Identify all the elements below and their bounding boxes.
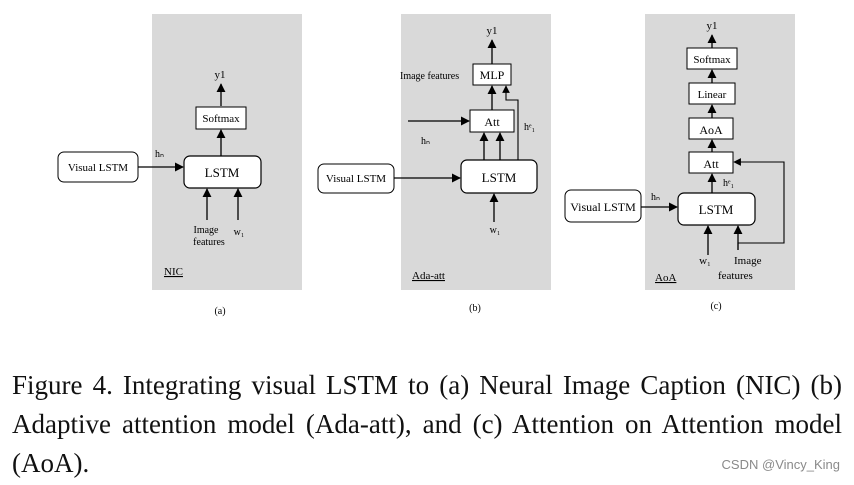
aoa-att-label: Att <box>703 157 719 171</box>
panel-nic-background <box>152 14 302 290</box>
aoa-visual-lstm-box <box>564 189 642 223</box>
aoa-sublabel: (c) <box>710 301 721 312</box>
ada-mlp-label: MLP <box>480 68 505 82</box>
ada-panel-name: Ada-att <box>412 270 445 282</box>
ada-he1-label: hᵉ₁ <box>524 122 535 133</box>
aoa-features-label: features <box>718 270 753 282</box>
nic-lstm-box <box>183 155 262 189</box>
nic-softmax-label: Softmax <box>202 113 240 125</box>
panel-ada-att: y1 MLP Image features Att hₙ hᵉ₁ LSTM Vi… <box>317 14 551 314</box>
nic-panel-name: NIC <box>164 266 183 278</box>
nic-y1-label: y1 <box>215 69 226 81</box>
nic-hn-label: hₙ <box>155 149 164 160</box>
nic-visual-lstm-label: Visual LSTM <box>68 162 128 174</box>
ada-lstm-box <box>460 159 538 194</box>
watermark: CSDN @Vincy_King <box>721 457 840 472</box>
aoa-linear-box <box>688 82 736 105</box>
aoa-w1-label: w₁ <box>699 255 711 267</box>
ada-sublabel: (b) <box>469 303 481 314</box>
aoa-att-box <box>688 151 734 174</box>
nic-features-label: features <box>193 237 225 248</box>
aoa-lstm-label: LSTM <box>699 202 734 217</box>
ada-image-features-label: Image features <box>400 71 459 82</box>
ada-att-box <box>469 109 515 133</box>
nic-lstm-label: LSTM <box>205 165 240 180</box>
aoa-hn-label: hₙ <box>651 192 660 203</box>
ada-y1-label: y1 <box>487 25 498 37</box>
aoa-lstm-box <box>677 192 756 226</box>
aoa-he1-label: hᵉ₁ <box>723 178 734 189</box>
ada-w1-label: w₁ <box>490 225 501 236</box>
figure-caption: Figure 4. Integrating visual LSTM to (a)… <box>12 370 842 478</box>
nic-w1-label: w₁ <box>234 227 245 238</box>
aoa-y1-label: y1 <box>707 20 718 32</box>
ada-visual-lstm-label: Visual LSTM <box>326 173 386 185</box>
ada-lstm-label: LSTM <box>482 170 517 185</box>
ada-att-label: Att <box>484 115 500 129</box>
panel-aoa: y1 Softmax Linear AoA Att hᵉ₁ LSTM Visua… <box>564 14 795 312</box>
aoa-aoa-label: AoA <box>699 123 723 137</box>
aoa-panel-name: AoA <box>655 272 676 284</box>
aoa-softmax-box <box>686 47 738 70</box>
aoa-aoa-box <box>688 117 734 140</box>
panel-nic: y1 Softmax LSTM Visual LSTM hₙ Image fea… <box>57 14 302 317</box>
aoa-image-label: Image <box>734 255 762 267</box>
ada-hn-label: hₙ <box>421 136 430 147</box>
nic-sublabel: (a) <box>214 306 225 317</box>
panel-ada-background <box>401 14 551 290</box>
nic-image-label: Image <box>194 225 220 236</box>
aoa-softmax-label: Softmax <box>693 54 731 66</box>
aoa-linear-label: Linear <box>698 89 727 101</box>
aoa-visual-lstm-label: Visual LSTM <box>570 200 636 214</box>
ada-mlp-box <box>472 63 512 86</box>
nic-softmax-box <box>195 106 247 130</box>
